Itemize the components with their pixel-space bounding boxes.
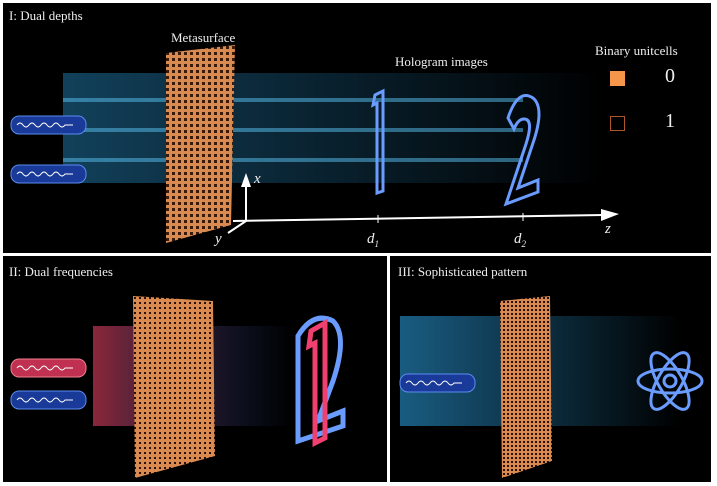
sophisticated-illustration	[399, 296, 704, 478]
metasurface	[500, 296, 552, 478]
legend-swatch-1	[610, 116, 625, 131]
atom-pattern	[636, 351, 704, 411]
panel-title: III: Sophisticated pattern	[398, 264, 528, 279]
legend-swatch-0	[610, 71, 625, 86]
legend-label-0: 0	[665, 65, 675, 87]
axis-y-label: y	[215, 231, 222, 247]
metasurface-label: Metasurface	[171, 30, 236, 45]
legend-title: Binary unitcells	[595, 43, 678, 58]
axis-z-label: z	[605, 221, 611, 237]
hologram-1	[370, 88, 385, 196]
hologram-2	[503, 94, 541, 207]
panel-sophisticated-pattern: III: Sophisticated pattern	[390, 256, 711, 482]
input-wave-2	[10, 164, 87, 184]
d2-label: d2	[514, 231, 526, 249]
hologram-label: Hologram images	[395, 54, 488, 69]
panel-dual-depths: I: Dual depths Metasurface Hologram imag…	[3, 3, 711, 253]
dual-depths-illustration	[10, 45, 619, 243]
input-wave-1	[10, 115, 87, 135]
panel-dual-frequencies: II: Dual frequencies	[3, 256, 387, 482]
hologram-2	[295, 315, 346, 445]
panel-title: I: Dual depths	[9, 8, 83, 23]
d1-label: d1	[367, 231, 379, 249]
metasurface	[133, 296, 215, 478]
metasurface	[166, 45, 235, 243]
legend-label-1: 1	[665, 110, 675, 132]
dual-frequencies-illustration	[10, 296, 346, 478]
hologram-1	[305, 318, 328, 448]
axis-x-label: x	[254, 171, 261, 187]
beams	[63, 73, 603, 183]
panel-title: II: Dual frequencies	[9, 264, 113, 279]
